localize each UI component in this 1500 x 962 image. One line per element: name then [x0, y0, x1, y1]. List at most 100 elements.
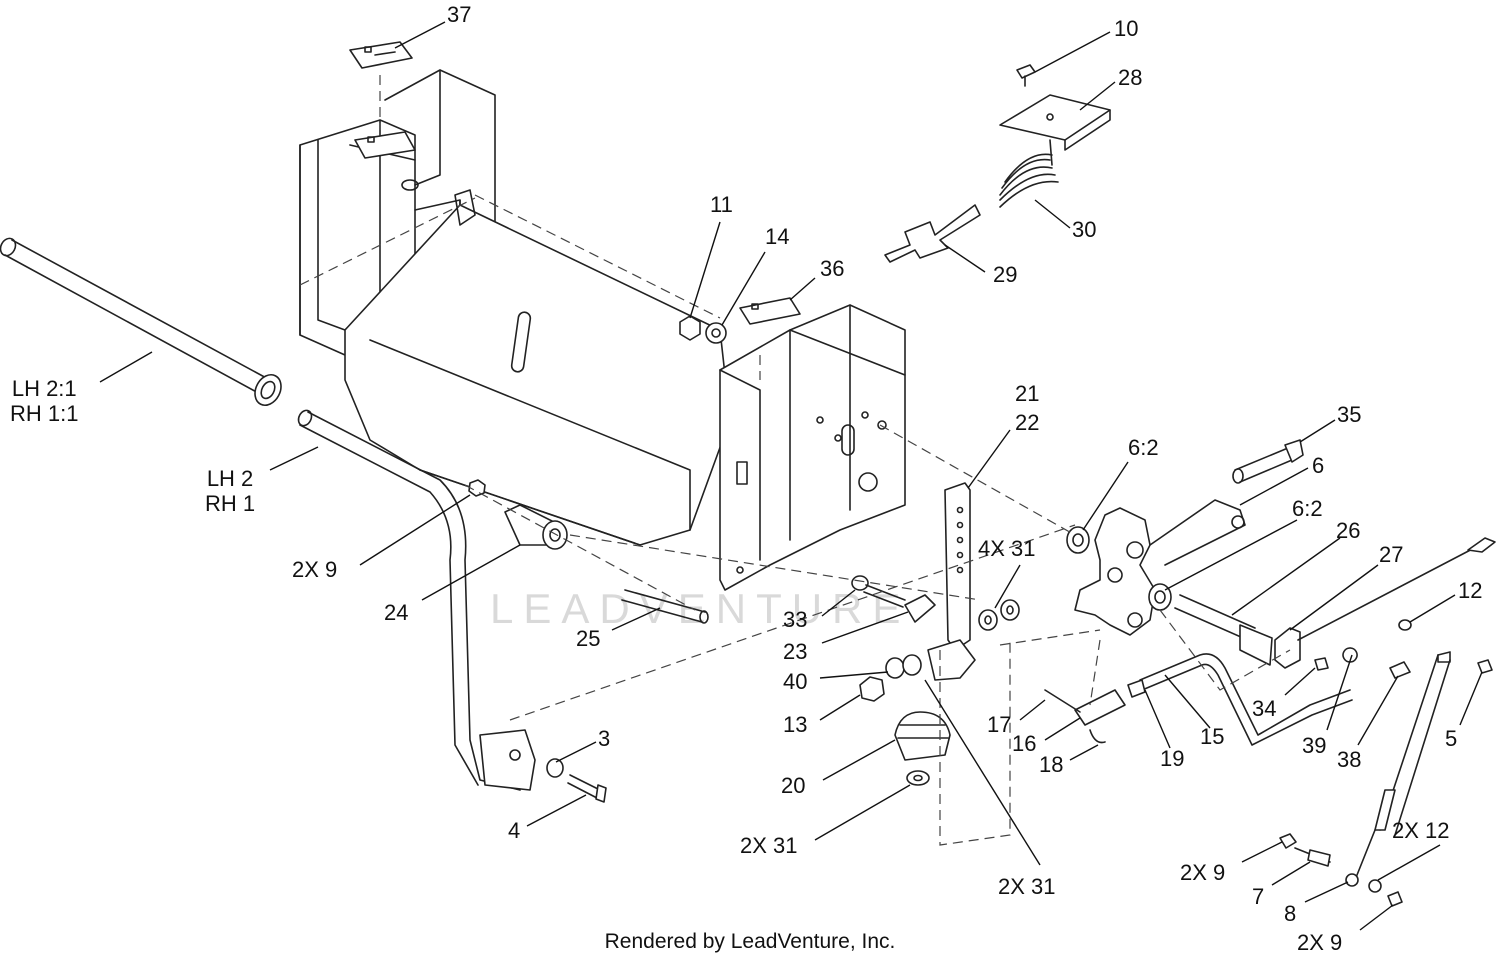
leader-18 [1069, 744, 1099, 761]
callout-29: 29 [993, 262, 1018, 287]
callout-38: 38 [1337, 747, 1362, 772]
callout-2x12: 2X 12 [1392, 818, 1450, 843]
footer-credit: Rendered by LeadVenture, Inc. [604, 930, 896, 953]
leader-33 [821, 589, 856, 617]
callout-37: 37 [447, 2, 472, 27]
dash-line-f [569, 534, 981, 601]
leader-6 [1239, 467, 1309, 506]
decal-frame [354, 131, 416, 159]
dash-line-c [464, 484, 696, 611]
bolt-5 [1477, 659, 1493, 674]
leader-2x9-a [359, 494, 471, 566]
leader-10 [1034, 31, 1111, 73]
callout-17: 17 [987, 712, 1012, 737]
rod-upper [1297, 537, 1496, 641]
washers-40 [885, 654, 922, 679]
plate-29 [884, 204, 981, 263]
callout-20: 20 [781, 773, 806, 798]
leader-38 [1357, 675, 1399, 746]
leader-19 [1144, 689, 1171, 749]
cable-15 [1139, 653, 1353, 746]
leader-25 [611, 607, 661, 631]
washer-12-bottom [1368, 879, 1382, 893]
leader-36 [789, 277, 816, 301]
leader-11 [689, 221, 721, 319]
callout-4x31: 4X 31 [978, 536, 1036, 561]
gear-20 [894, 711, 951, 786]
callout-23: 23 [783, 639, 808, 664]
spring-30 [999, 139, 1059, 208]
damper-26 [1174, 594, 1273, 666]
washers-31-right [978, 599, 1020, 631]
callout-6-2-b: 6:2 [1292, 496, 1323, 521]
callout-10: 10 [1114, 16, 1139, 41]
leader-8 [1304, 881, 1349, 903]
stud-7 [1279, 833, 1403, 907]
callout-22: 22 [1015, 410, 1040, 435]
pin-35 [1232, 439, 1304, 484]
dash-line-e [879, 424, 1076, 536]
arm-21-22 [944, 482, 971, 651]
dash-line-i [1089, 639, 1101, 706]
leader-7 [1271, 861, 1311, 886]
leader-2x31-a [814, 784, 911, 841]
callout-2x9-a: 2X 9 [292, 557, 338, 582]
leader-29 [944, 244, 986, 273]
dash-line-d [509, 524, 1076, 721]
bushing-6-2-top [1066, 526, 1090, 554]
sector-gear [927, 639, 976, 681]
bracket-28 [999, 94, 1111, 151]
callout-5: 5 [1445, 726, 1458, 751]
callout-18: 18 [1039, 752, 1064, 777]
callout-16: 16 [1012, 731, 1037, 756]
leader-28 [1079, 81, 1116, 111]
leader-2x12 [1377, 844, 1441, 881]
callout-26: 26 [1336, 518, 1361, 543]
callout-11: 11 [710, 192, 733, 217]
nut-13 [859, 676, 885, 702]
callout-tube: LH 2 RH 1 [205, 466, 256, 517]
dash-line-a [299, 197, 476, 286]
callout-15: 15 [1200, 724, 1225, 749]
leader-26 [1231, 537, 1341, 616]
callout-tube-ratio: LH 2:1 RH 1:1 [10, 376, 79, 427]
leader-30 [1034, 199, 1071, 229]
leader-2x9-c [1359, 904, 1394, 931]
callout-2x9-b: 2X 9 [1180, 860, 1226, 885]
leader-20 [822, 739, 896, 781]
decal-36 [739, 297, 801, 325]
leader-6-2-a [1082, 461, 1129, 531]
leader-14 [721, 251, 766, 326]
callout-28: 28 [1118, 65, 1143, 90]
leader-12 [1409, 594, 1456, 623]
bushing-24 [504, 504, 568, 550]
leader-16 [1044, 717, 1081, 741]
leader-27 [1289, 564, 1379, 631]
handle-bent [297, 409, 536, 791]
callout-6-2-a: 6:2 [1128, 435, 1159, 460]
leader-15 [1164, 674, 1211, 729]
bolt-4 [546, 758, 607, 803]
callout-24: 24 [384, 600, 409, 625]
leader-2x9-b [1241, 841, 1283, 863]
leader-40 [819, 671, 889, 679]
bolt-10 [1016, 64, 1036, 87]
callout-21: 21 [1015, 381, 1040, 406]
leader-13 [819, 694, 861, 721]
pin-25 [621, 589, 709, 624]
washer-12-top [1398, 619, 1412, 631]
tube-long [0, 237, 282, 407]
leader-tube [269, 446, 319, 471]
callout-33: 33 [783, 607, 808, 632]
bolt-34 [1314, 657, 1329, 671]
nut-11 [679, 315, 701, 341]
leader-24 [421, 544, 521, 601]
leader-tube-ratio [99, 351, 153, 383]
leader-5 [1459, 671, 1483, 726]
callout-39: 39 [1302, 733, 1327, 758]
leader-4 [526, 794, 587, 827]
bolt-33 [851, 575, 906, 608]
leader-3 [555, 741, 597, 763]
leader-23 [821, 611, 909, 644]
